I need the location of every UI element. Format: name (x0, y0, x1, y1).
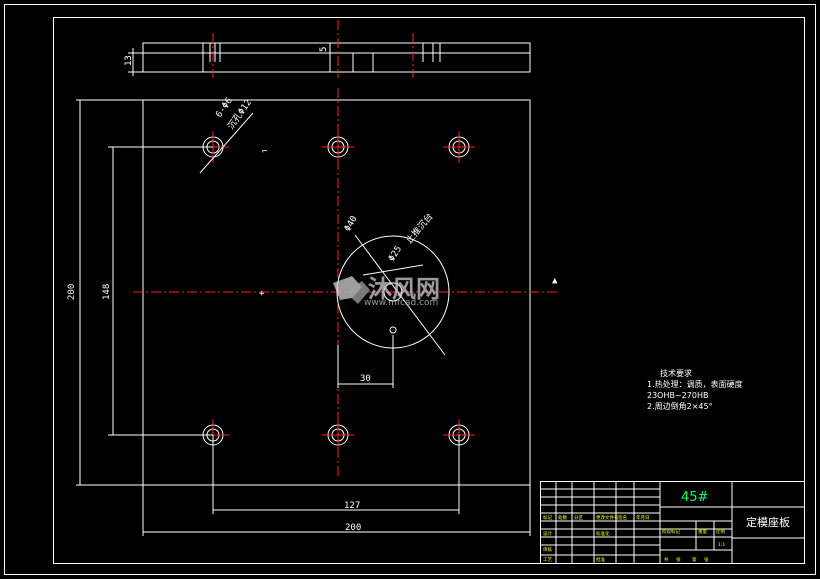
dim-thickness: 13 (124, 55, 134, 66)
circle-label-b: 止推沉台 (403, 211, 435, 246)
inner-frame (53, 17, 805, 564)
title-block: 45# 定模座板 标记处数分区 更改文件号签名 年月日设计 标准化 阶段标记 重量 比例审核… (540, 481, 805, 564)
svg-text:⌐: ⌐ (262, 147, 267, 157)
title-block-cell: 标准化 (596, 530, 610, 537)
title-block-cell: 处数 (558, 514, 567, 521)
tech-title: 技术要求 (660, 368, 692, 378)
watermark-logo (333, 276, 370, 304)
plate-view: 6-Φ6 沉孔Φ12 Φ40 止推沉台 Φ25 200 148 127 200 … (67, 88, 558, 536)
tech-line-1: 1.热处理：调质，表面硬度 (647, 379, 743, 389)
title-block-cell: 重量 (698, 528, 707, 535)
dim-width-inner: 127 (344, 501, 360, 511)
title-block-cell: 共 (664, 556, 669, 563)
title-block-cell: 更改文件号 (596, 514, 619, 521)
title-block-cell: 比例 (716, 528, 725, 535)
dim-offset: 30 (360, 374, 371, 384)
material: 45# (681, 490, 708, 505)
bolt-hole (443, 131, 475, 163)
title-block-cell: 批准 (596, 556, 605, 563)
top-view: 13 5 (124, 20, 531, 78)
title-block-cell: 标记 (543, 514, 552, 521)
dim-width-outer: 200 (345, 523, 361, 533)
tech-line-3: 2.周边倒角2×45° (647, 401, 713, 411)
title-block-cell: 工艺 (543, 557, 552, 563)
title-block-cell: 阶段标记 (662, 528, 680, 535)
title-block-cell: 设计 (543, 530, 552, 537)
watermark: 沐风网 www.mfcad.com (333, 275, 440, 308)
title-block-cell: 第 (692, 556, 697, 563)
title-block-cell: 签名 (618, 514, 627, 521)
title-block-cell: 1:1 (718, 542, 725, 548)
title-block-cell: 分区 (574, 514, 583, 521)
watermark-url: www.mfcad.com (364, 298, 438, 308)
title-block-cell: 审核 (543, 546, 552, 553)
circle-label-c: Φ25 (387, 244, 404, 263)
dim-height-inner: 148 (102, 284, 112, 300)
outer-frame (4, 4, 816, 575)
title-block-cell: 年月日 (636, 514, 650, 521)
tech-line-2: 23OHB~270HB (647, 391, 708, 400)
watermark-brand: 沐风网 (368, 275, 440, 303)
part-name: 定模座板 (746, 515, 790, 529)
title-block-cell: 张 (676, 556, 681, 563)
technical-requirements: 技术要求 1.热处理：调质，表面硬度 23OHB~270HB 2.周边倒角2×4… (647, 368, 743, 411)
svg-text:+: + (259, 289, 265, 299)
bolt-hole (322, 131, 354, 163)
dim-step: 5 (319, 47, 329, 52)
dim-height-outer: 200 (67, 284, 77, 300)
bolt-hole (322, 419, 354, 451)
title-block-cell: 张 (704, 556, 709, 563)
circle-label-a: Φ40 (343, 214, 360, 233)
svg-text:▲: ▲ (552, 276, 558, 286)
